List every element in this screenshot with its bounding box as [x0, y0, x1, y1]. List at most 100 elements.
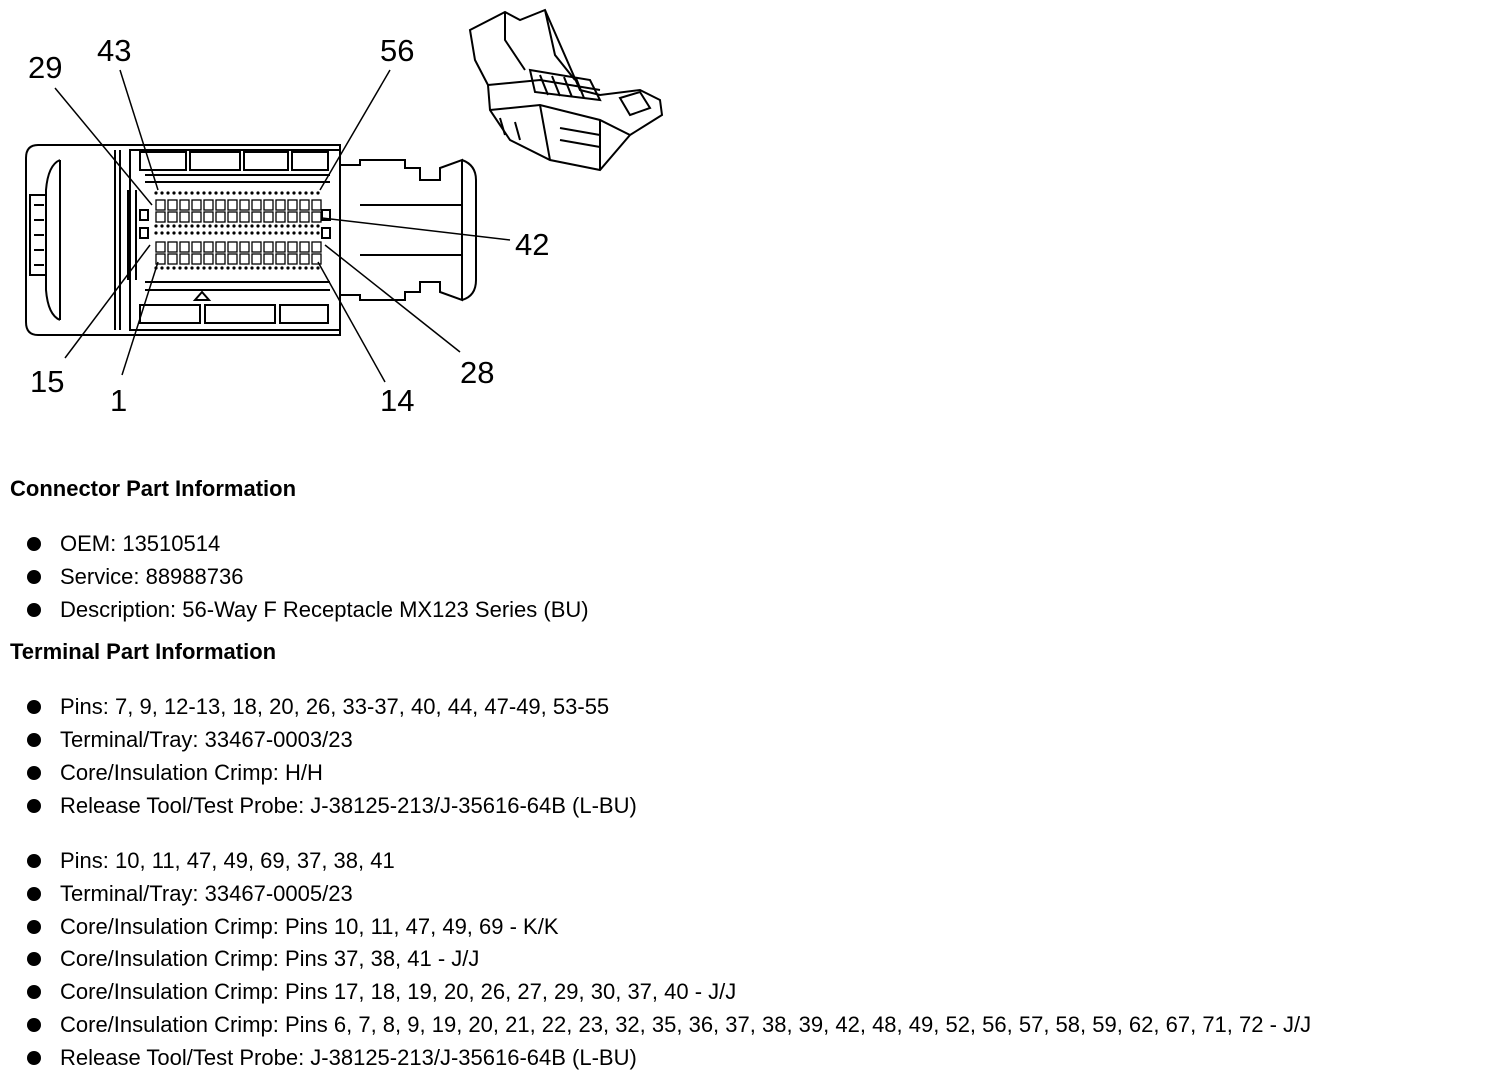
- pin-cavity: [191, 253, 202, 265]
- pin-cavity: [227, 253, 238, 265]
- connector-info-heading: Connector Part Information: [10, 476, 297, 501]
- pin-cavity: [203, 253, 214, 265]
- pin-cavity: [251, 253, 262, 265]
- terminal-info-item: Terminal/Tray: 33467-0005/23: [27, 883, 353, 905]
- pin-label-14: 14: [380, 383, 415, 418]
- pin-dot: [310, 191, 314, 195]
- pin-cavity: [263, 199, 274, 211]
- pin-cavity: [155, 241, 166, 253]
- pin-dot: [250, 231, 254, 235]
- pin-cavity: [167, 211, 178, 223]
- pin-dot: [292, 224, 296, 228]
- terminal-info-item: Pins: 7, 9, 12-13, 18, 20, 26, 33-37, 40…: [27, 694, 610, 719]
- bullet-icon: [27, 854, 41, 868]
- connector-isometric-view: [468, 8, 664, 172]
- pin-cavity: [155, 253, 166, 265]
- pin-dot: [316, 266, 320, 270]
- pin-dot: [214, 224, 218, 228]
- pin-dot: [214, 266, 218, 270]
- pin-dot: [304, 266, 308, 270]
- pin-cavity: [299, 253, 310, 265]
- pin-dot: [166, 191, 170, 195]
- terminal-info-heading: Terminal Part Information: [10, 639, 277, 664]
- pin-dot: [238, 224, 242, 228]
- pin-dot: [262, 266, 266, 270]
- terminal-info-item: Pins: 10, 11, 47, 49, 69, 37, 38, 41: [27, 850, 395, 872]
- pin-cavity: [275, 241, 286, 253]
- pin-cavity: [239, 241, 250, 253]
- connector-info-text: Description: 56-Way F Receptacle MX123 S…: [60, 597, 589, 622]
- pin-dot: [286, 224, 290, 228]
- pin-dot: [184, 191, 188, 195]
- pin-label-42: 42: [515, 227, 550, 262]
- pin-cavity: [299, 199, 310, 211]
- terminal-info-item: Core/Insulation Crimp: Pins 10, 11, 47, …: [27, 916, 559, 938]
- pin-dot: [280, 231, 284, 235]
- connector-info-item: Service: 88988736: [27, 566, 243, 588]
- pin-cavities: [154, 191, 322, 270]
- pin-dot: [178, 191, 182, 195]
- pin-cavity: [227, 241, 238, 253]
- pin-dot: [292, 231, 296, 235]
- pin-cavity: [227, 199, 238, 211]
- pin-dot: [226, 266, 230, 270]
- bullet-icon: [27, 887, 41, 901]
- pin-dot: [196, 191, 200, 195]
- pin-dot: [208, 231, 212, 235]
- pin-dot: [244, 231, 248, 235]
- pin-cavity: [191, 211, 202, 223]
- pin-dot: [160, 266, 164, 270]
- pin-cavity: [179, 241, 190, 253]
- pin-dot: [268, 191, 272, 195]
- pin-dot: [280, 191, 284, 195]
- terminal-info-text: Release Tool/Test Probe: J-38125-213/J-3…: [60, 1045, 637, 1070]
- pin-dot: [262, 224, 266, 228]
- pin-dot: [166, 266, 170, 270]
- pin-cavity: [287, 241, 298, 253]
- pin-dot: [274, 266, 278, 270]
- pin-dot: [190, 191, 194, 195]
- pin-dot: [196, 224, 200, 228]
- pin-label-28: 28: [460, 355, 495, 390]
- connector-info-text: OEM: 13510514: [60, 531, 221, 556]
- pin-cavity: [239, 211, 250, 223]
- terminal-info-item: Core/Insulation Crimp: Pins 17, 18, 19, …: [27, 981, 736, 1003]
- pin-cavity: [227, 211, 238, 223]
- pin-dot: [268, 266, 272, 270]
- pin-dot: [214, 231, 218, 235]
- pin-cavity: [275, 253, 286, 265]
- pin-dot: [244, 266, 248, 270]
- pin-dot: [310, 266, 314, 270]
- pin-cavity: [215, 253, 226, 265]
- pin-dot: [178, 231, 182, 235]
- pin-dot: [250, 224, 254, 228]
- bullet-icon: [27, 700, 41, 714]
- pin-dot: [160, 231, 164, 235]
- pin-dot: [268, 224, 272, 228]
- pin-dot: [232, 266, 236, 270]
- pin-label-15: 15: [30, 364, 65, 399]
- pin-dot: [214, 191, 218, 195]
- bullet-icon: [27, 766, 41, 780]
- pin-cavity: [299, 211, 310, 223]
- terminal-info-text: Pins: 7, 9, 12-13, 18, 20, 26, 33-37, 40…: [60, 694, 610, 719]
- pin-cavity: [179, 199, 190, 211]
- pin-cavity: [311, 211, 322, 223]
- pin-dot: [226, 231, 230, 235]
- pin-cavity: [251, 241, 262, 253]
- pin-cavity: [167, 241, 178, 253]
- pin-dot: [172, 191, 176, 195]
- pin-dot: [286, 231, 290, 235]
- bullet-icon: [27, 570, 41, 584]
- pin-dot: [190, 231, 194, 235]
- pin-cavity: [191, 199, 202, 211]
- pin-dot: [166, 231, 170, 235]
- terminal-info-text: Core/Insulation Crimp: H/H: [60, 760, 323, 785]
- pin-dot: [154, 231, 158, 235]
- pin-cavity: [191, 241, 202, 253]
- pin-label-1: 1: [110, 383, 128, 418]
- pin-dot: [202, 266, 206, 270]
- pin-cavity: [215, 241, 226, 253]
- pin-cavity: [275, 199, 286, 211]
- terminal-info-text: Core/Insulation Crimp: Pins 37, 38, 41 -…: [60, 946, 480, 971]
